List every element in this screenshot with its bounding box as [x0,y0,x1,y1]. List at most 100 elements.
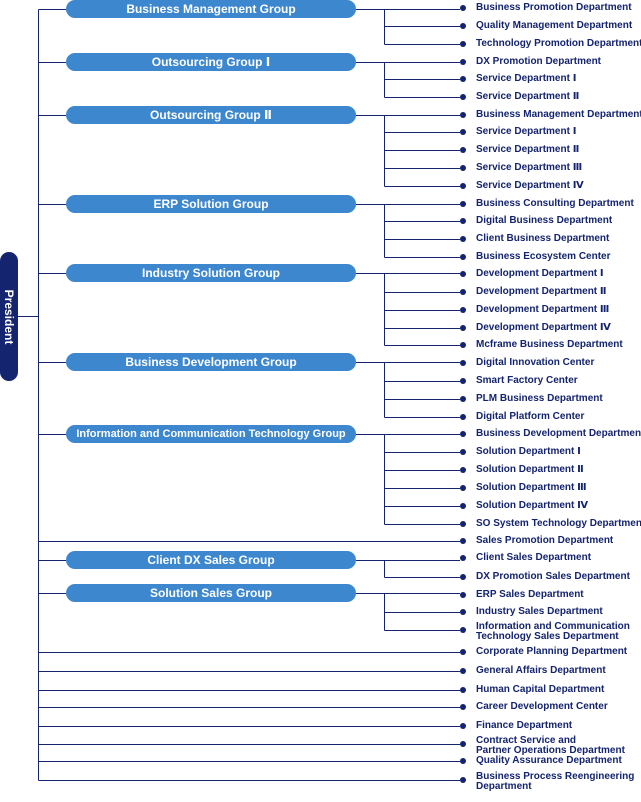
department-bullet [460,289,466,295]
group-business-development-group: Business Development Group [66,353,356,371]
group-outsourcing-group: Outsourcing Group Ⅰ [66,53,356,71]
department-bullet [460,609,466,615]
department-bullet [460,704,466,710]
department-bullet [460,378,466,384]
department-service-department: Service Department Ⅱ [476,91,580,102]
department-bullet [460,325,466,331]
department-bullet [460,538,466,544]
department-finance-department: Finance Department [476,720,573,731]
department-client-sales-department: Client Sales Department [476,552,592,563]
department-corporate-planning-department: Corporate Planning Department [476,646,628,657]
department-service-department: Service Department Ⅳ [476,180,584,191]
department-bullet [460,449,466,455]
department-bullet [460,485,466,491]
department-development-department: Development Department Ⅳ [476,322,611,333]
department-bullet [460,76,466,82]
department-bullet [460,41,466,47]
department-service-department: Service Department Ⅰ [476,73,577,84]
department-bullet [460,668,466,674]
group-client-dx-sales-group: Client DX Sales Group [66,551,356,569]
department-technology-promotion-department: Technology Promotion Department [476,38,641,49]
department-bullet [460,254,466,260]
department-industry-sales-department: Industry Sales Department [476,606,603,617]
department-sales-promotion-department: Sales Promotion Department [476,535,614,546]
department-dx-promotion-department: DX Promotion Department [476,56,602,67]
department-so-system-technology-department: SO System Technology Department [476,518,641,529]
department-bullet [460,592,466,598]
department-solution-department: Solution Department Ⅱ [476,464,584,475]
group-outsourcing-group: Outsourcing Group Ⅱ [66,106,356,124]
department-service-department: Service Department Ⅱ [476,144,580,155]
department-smart-factory-center: Smart Factory Center [476,375,578,386]
department-bullet [460,758,466,764]
department-bullet [460,414,466,420]
department-bullet [460,396,466,402]
department-bullet [460,360,466,366]
department-client-business-department: Client Business Department [476,233,610,244]
president-label: President [2,289,16,344]
department-bullet [460,201,466,207]
department-erp-sales-department: ERP Sales Department [476,589,584,600]
department-bullet [460,555,466,561]
department-business-consulting-department: Business Consulting Department [476,198,634,209]
department-development-department: Development Department Ⅱ [476,286,607,297]
department-digital-innovation-center: Digital Innovation Center [476,357,595,368]
department-business-development-department: Business Development Department [476,428,641,439]
department-digital-platform-center: Digital Platform Center [476,411,585,422]
department-bullet [460,183,466,189]
department-development-department: Development Department Ⅰ [476,268,604,279]
department-general-affairs-department: General Affairs Department [476,665,606,676]
department-bullet [460,307,466,313]
department-bullet [460,271,466,277]
group-solution-sales-group: Solution Sales Group [66,584,356,602]
department-bullet [460,129,466,135]
department-bullet [460,521,466,527]
department-bullet [460,467,466,473]
department-business-management-department: Business Management Department [476,109,641,120]
department-bullet [460,741,466,747]
department-service-department: Service Department Ⅲ [476,162,583,173]
department-bullet [460,23,466,29]
department-bullet [460,165,466,171]
department-bullet [460,503,466,509]
department-bullet [460,218,466,224]
department-quality-assurance-department: Quality Assurance Department [476,755,622,766]
department-bullet [460,236,466,242]
department-bullet [460,687,466,693]
department-bullet [460,627,466,633]
department-bullet [460,59,466,65]
department-plm-business-department: PLM Business Department [476,393,603,404]
group-erp-solution-group: ERP Solution Group [66,195,356,213]
group-information-and-communication-technology-group: Information and Communication Technology… [66,425,356,443]
department-quality-management-department: Quality Management Department [476,20,633,31]
department-digital-business-department: Digital Business Department [476,215,613,226]
president-node: President [0,252,18,381]
department-dx-promotion-sales-department: DX Promotion Sales Department [476,571,630,582]
group-business-management-group: Business Management Group [66,0,356,18]
department-service-department: Service Department Ⅰ [476,126,577,137]
department-bullet [460,723,466,729]
department-bullet [460,94,466,100]
department-career-development-center: Career Development Center [476,701,608,712]
department-bullet [460,431,466,437]
department-bullet [460,112,466,118]
department-bullet [460,649,466,655]
department-mcframe-business-department: Mcframe Business Department [476,339,623,350]
department-bullet [460,5,466,11]
department-bullet [460,574,466,580]
department-solution-department: Solution Department Ⅳ [476,500,589,511]
department-solution-department: Solution Department Ⅲ [476,482,587,493]
department-solution-department: Solution Department Ⅰ [476,446,581,457]
department-bullet [460,777,466,783]
department-development-department: Development Department Ⅲ [476,304,610,315]
department-business-ecosystem-center: Business Ecosystem Center [476,251,611,262]
department-bullet [460,342,466,348]
department-bullet [460,147,466,153]
department-human-capital-department: Human Capital Department [476,684,605,695]
group-industry-solution-group: Industry Solution Group [66,264,356,282]
department-business-promotion-department: Business Promotion Department [476,2,632,13]
